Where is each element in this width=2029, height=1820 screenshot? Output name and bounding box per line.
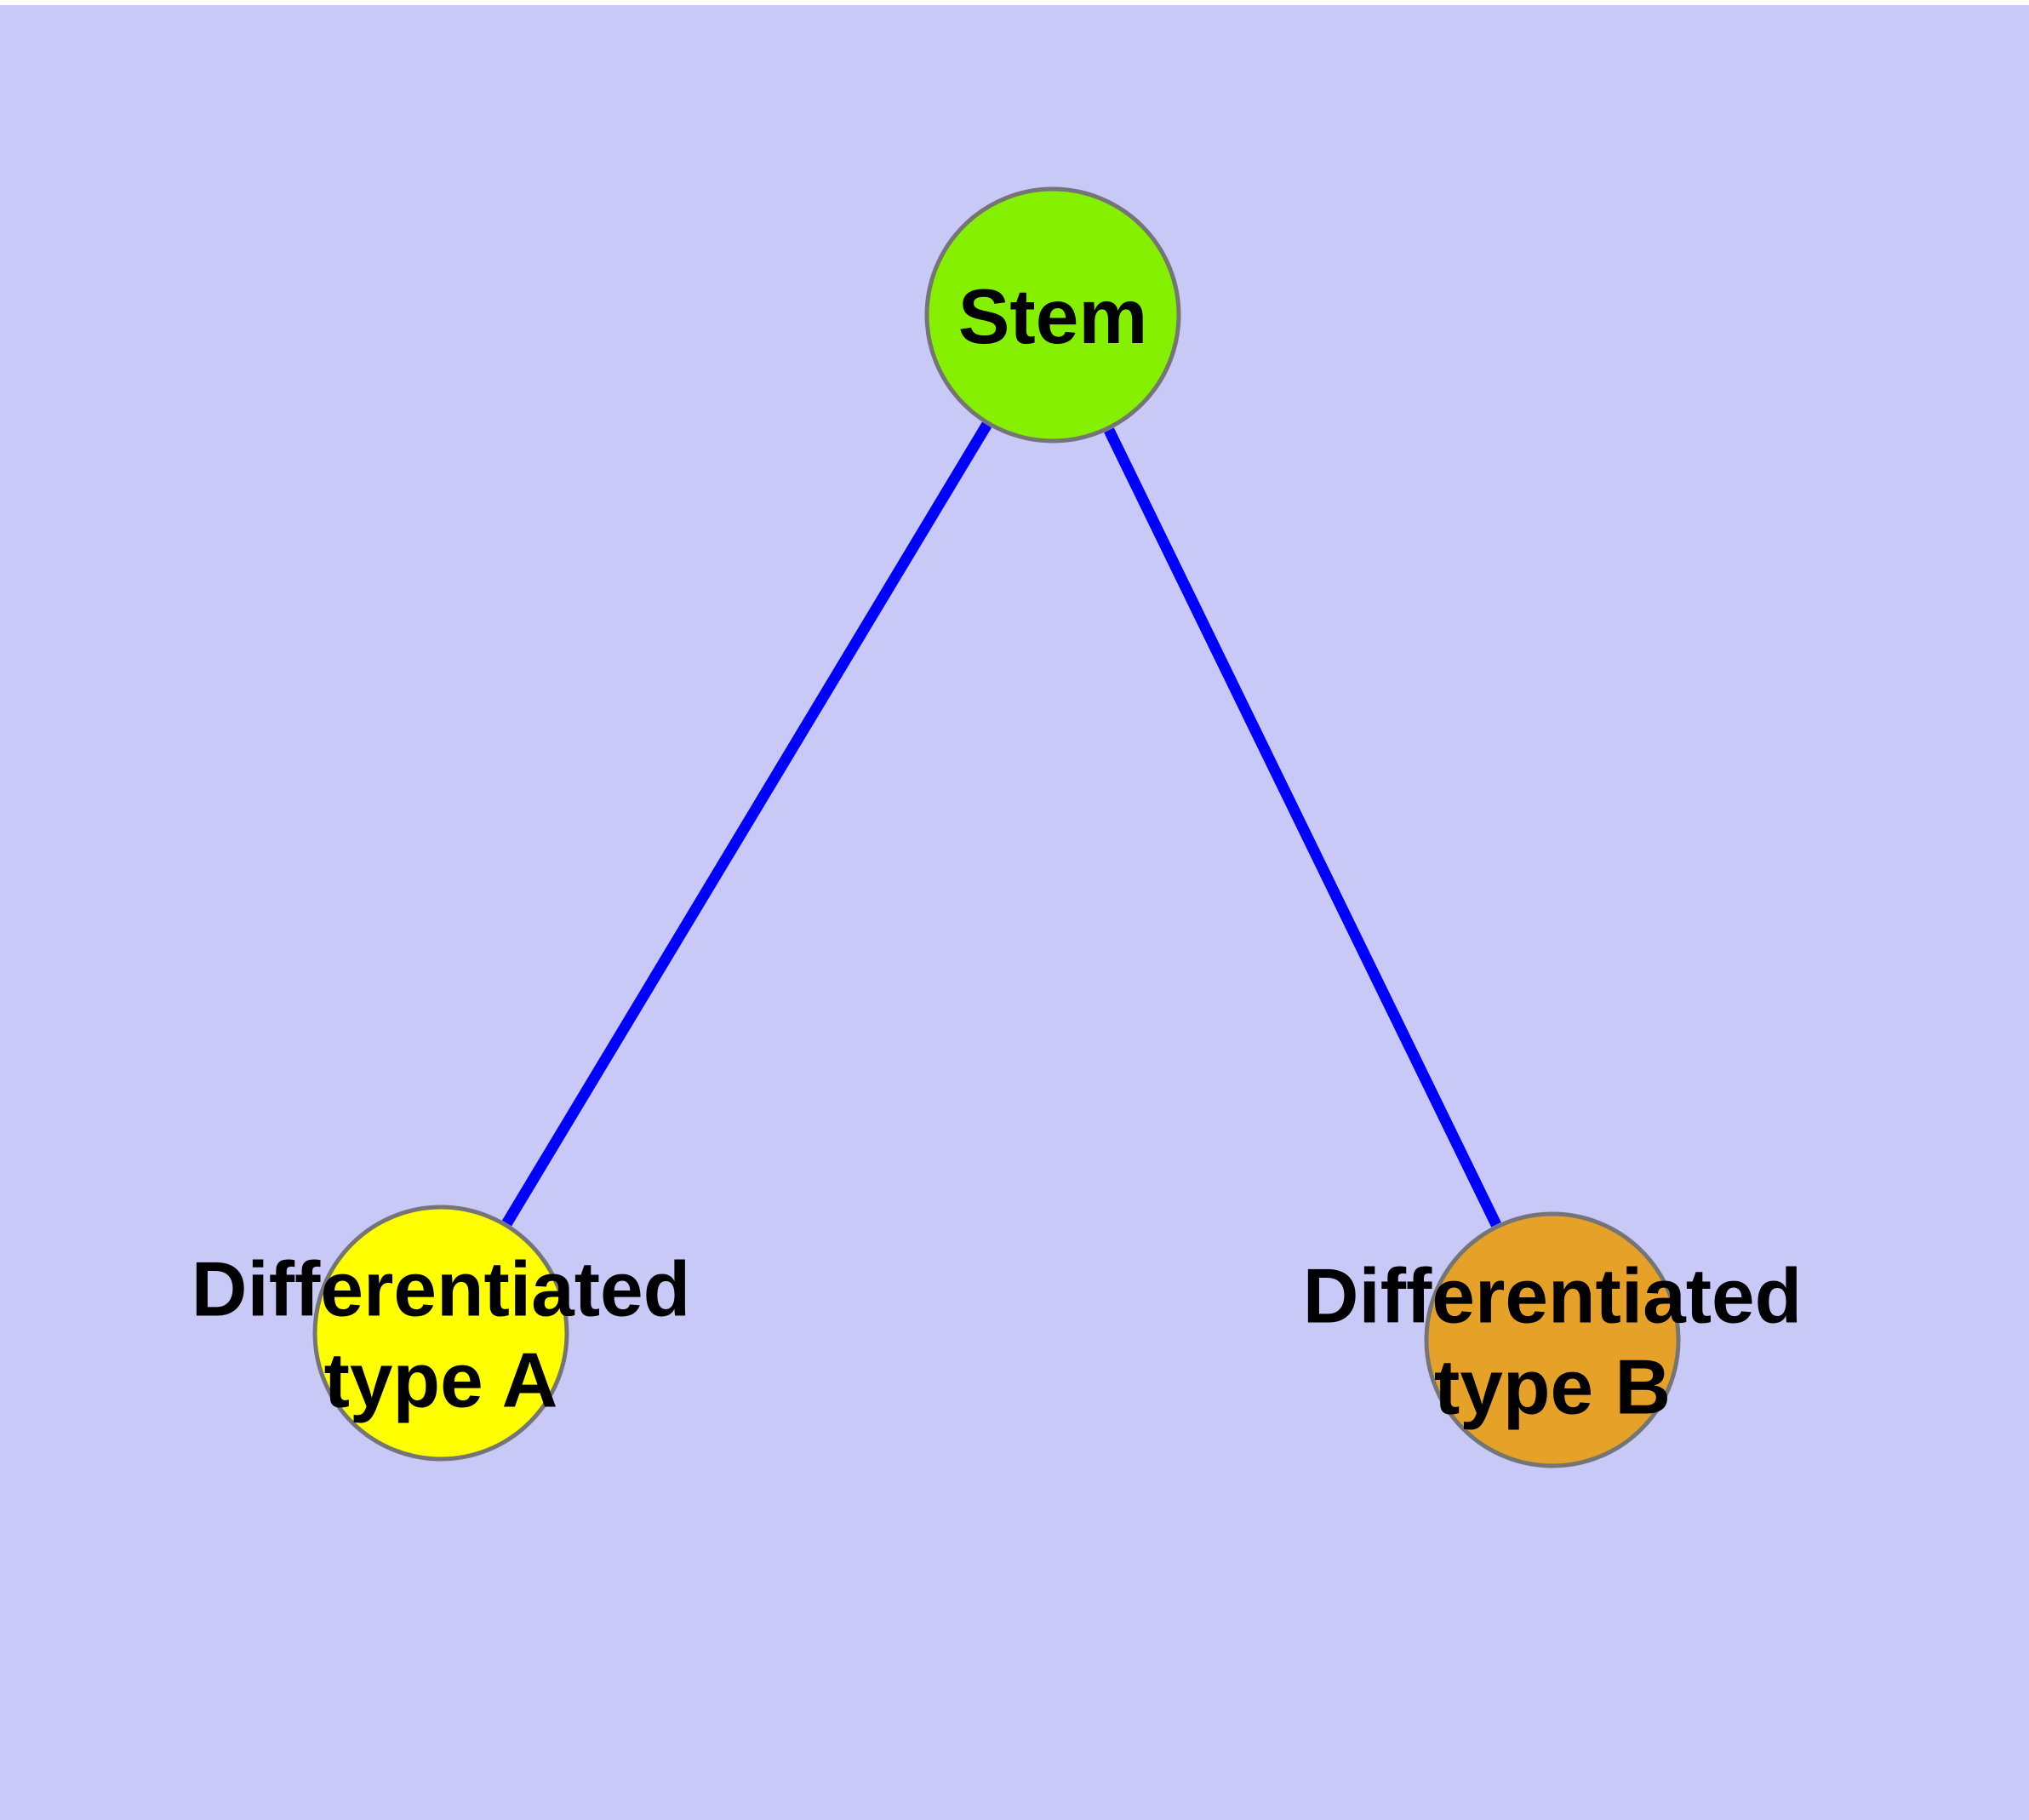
node-label-line: type B (1434, 1345, 1671, 1431)
node-stem: Stem (924, 186, 1181, 444)
node-label-line: Stem (958, 274, 1148, 360)
node-label-line: Differentiated (1303, 1254, 1803, 1340)
edges-layer (501, 421, 1501, 1228)
node-circle-differentiated-type-b (1424, 1211, 1681, 1468)
node-label-stem: Stem (958, 274, 1148, 360)
node-label-line: type A (324, 1338, 558, 1424)
node-circle-differentiated-type-a (312, 1205, 569, 1462)
node-label-line: Differentiated (191, 1247, 691, 1333)
edge-stem-to-differentiated-type-b (1104, 427, 1501, 1228)
edge-stem-to-differentiated-type-a (501, 421, 992, 1227)
node-circle-stem (924, 186, 1181, 444)
